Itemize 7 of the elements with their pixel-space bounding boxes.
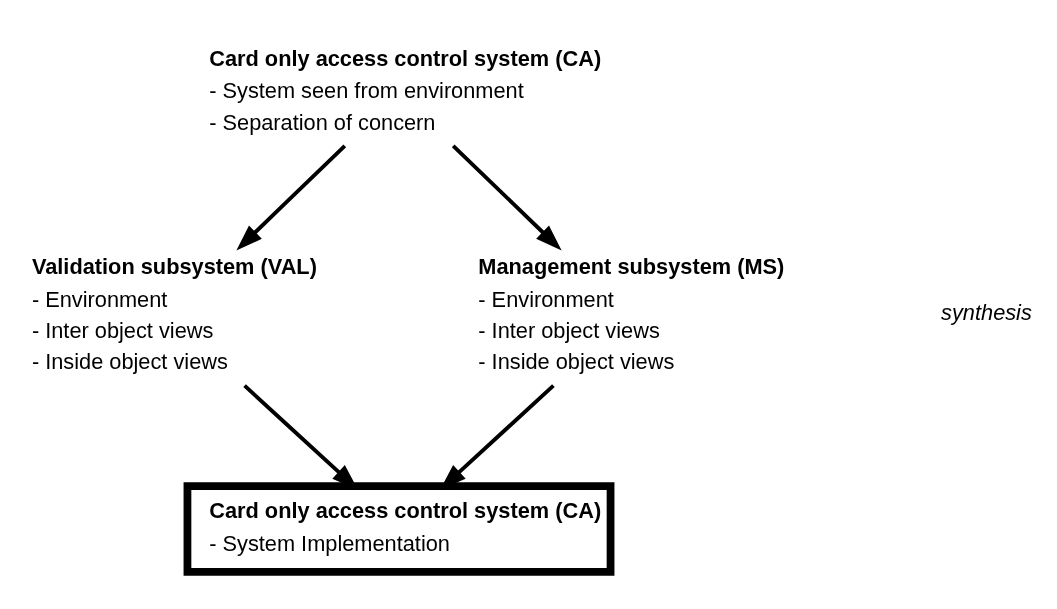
arrow xyxy=(236,143,347,251)
node-text: Card only access control system (CA) - System seen from environment - Separation of concern xyxy=(209,45,602,135)
node-text: Management subsystem (MS) - Environment - Inter object views - Inside object views xyxy=(478,253,785,374)
node-text: Validation subsystem (VAL) - Environment - Inter object views - Inside object views xyxy=(31,253,317,374)
node-box: Card only access control system (CA) - System Implementation xyxy=(183,481,615,576)
label: synthesis xyxy=(941,299,1032,325)
arrow xyxy=(451,143,562,251)
